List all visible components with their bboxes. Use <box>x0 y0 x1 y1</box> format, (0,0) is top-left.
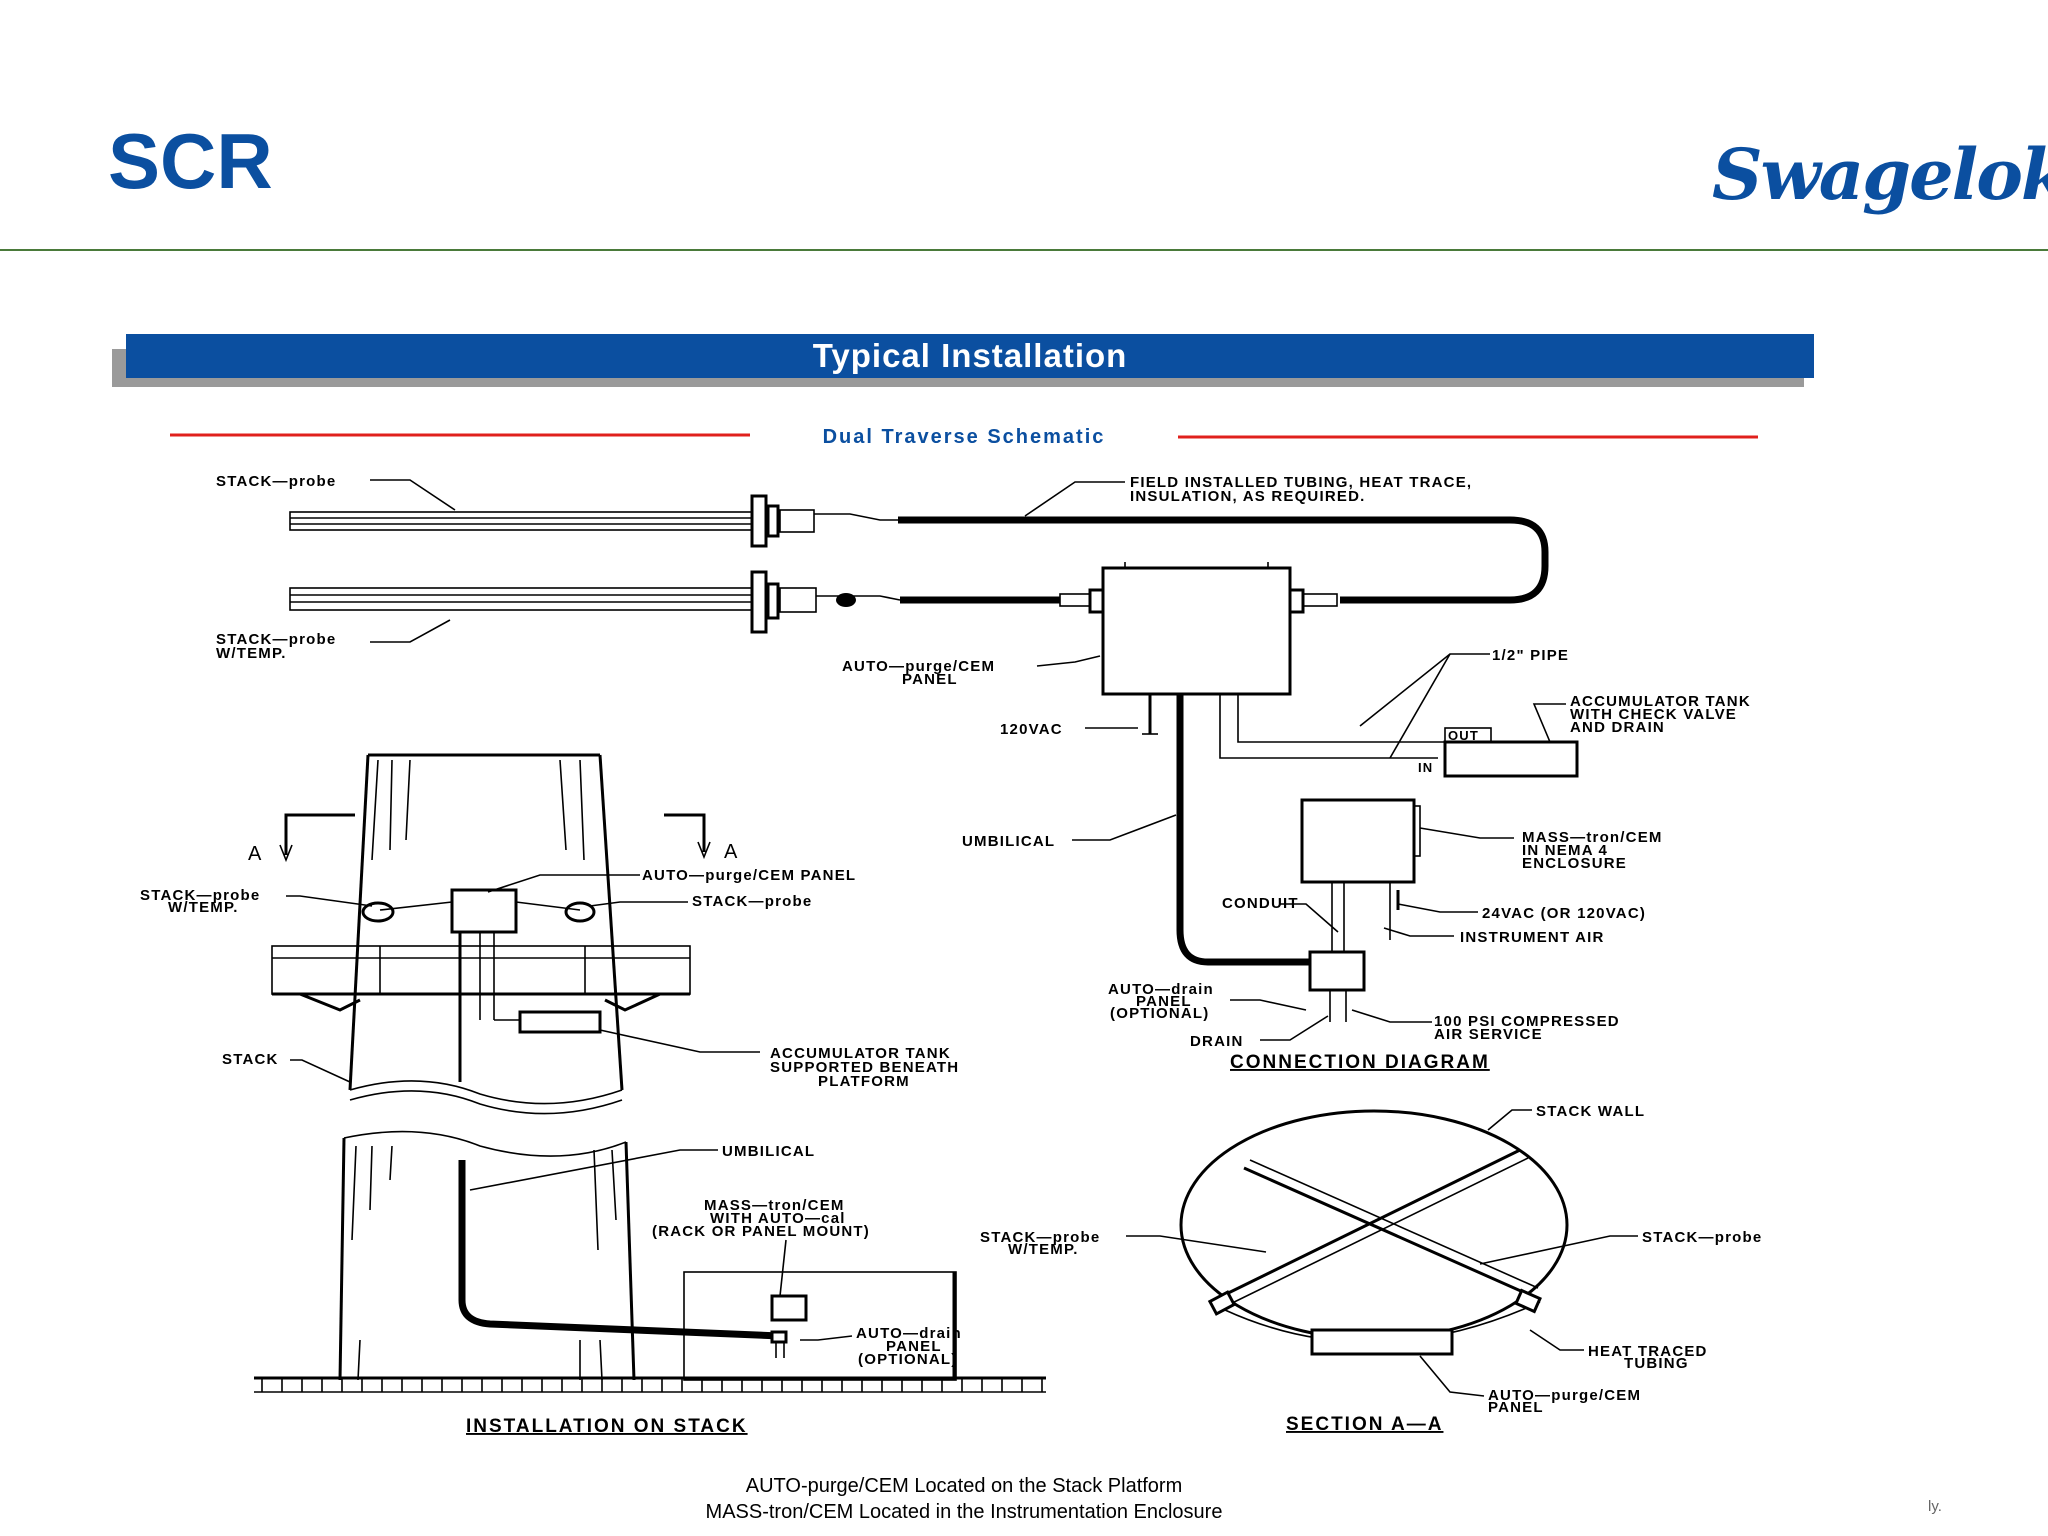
label-stack-probe-left-2: W/TEMP. <box>168 899 239 916</box>
label-auto-purge-panel-1: AUTO—purge/CEM <box>842 658 995 675</box>
typical-installation-banner: Typical Installation <box>126 334 1814 378</box>
section-aa-drawing <box>1179 1109 1569 1356</box>
label-umbilical-lower: UMBILICAL <box>722 1143 815 1160</box>
top-probe-assembly <box>289 494 900 548</box>
label-section-probe-left-1: STACK—probe <box>980 1229 1100 1246</box>
label-auto-drain-lower-3: (OPTIONAL) <box>858 1351 958 1368</box>
label-120vac: 120VAC <box>1000 721 1063 738</box>
label-compressed-air-1: 100 PSI COMPRESSED <box>1434 1013 1620 1030</box>
diagram-subtitle: Dual Traverse Schematic <box>823 426 1106 448</box>
label-heat-traced-2: TUBING <box>1624 1355 1689 1372</box>
label-section-auto-purge-1: AUTO—purge/CEM <box>1488 1387 1641 1404</box>
label-auto-drain-lower-1: AUTO—drain <box>856 1325 962 1342</box>
label-stack-probe-right: STACK—probe <box>692 893 812 910</box>
swagelok-logo: Swagelok® <box>1712 140 2048 210</box>
caption-connection-diagram: CONNECTION DIAGRAM <box>1230 1052 1490 1073</box>
label-auto-purge-panel-2: PANEL <box>902 671 958 688</box>
label-stack-probe-left-1: STACK—probe <box>140 887 260 904</box>
stack-lower-drawing <box>254 1130 1046 1393</box>
label-section-probe-left-2: W/TEMP. <box>1008 1241 1079 1258</box>
label-mass-tron-2: IN NEMA 4 <box>1522 842 1608 859</box>
label-field-tubing-2: INSULATION, AS REQUIRED. <box>1130 488 1365 505</box>
label-stack-wall: STACK WALL <box>1536 1103 1645 1120</box>
mass-tron-enclosure <box>1300 798 1416 884</box>
label-stack-auto-purge: AUTO—purge/CEM PANEL <box>642 867 856 884</box>
label-accum-platform-2: SUPPORTED BENEATH <box>770 1059 959 1076</box>
caption-section-aa: SECTION A—A <box>1286 1414 1443 1435</box>
label-drain: DRAIN <box>1190 1033 1244 1050</box>
label-stack-probe-top: STACK—probe <box>216 473 336 490</box>
umbilical-line <box>1176 694 1310 966</box>
label-accum-tank-1: ACCUMULATOR TANK <box>1570 693 1751 710</box>
label-accum-tank-2: WITH CHECK VALVE <box>1570 706 1737 723</box>
footer-text-fragment: ly. <box>1928 1498 1942 1515</box>
label-mass-tron-3: ENCLOSURE <box>1522 855 1627 872</box>
label-24vac: 24VAC (OR 120VAC) <box>1482 905 1646 922</box>
stack-upper-drawing <box>271 753 711 1115</box>
label-section-a-right: A <box>724 841 738 863</box>
label-accum-platform-1: ACCUMULATOR TANK <box>770 1045 951 1062</box>
label-stack-probe-temp-2: W/TEMP. <box>216 645 287 662</box>
header-rule <box>0 249 2048 251</box>
label-pipe: 1/2" PIPE <box>1492 647 1569 664</box>
label-mass-tron-mount-1: MASS—tron/CEM <box>704 1197 845 1214</box>
label-in: IN <box>1418 760 1433 775</box>
label-mass-tron-1: MASS—tron/CEM <box>1522 829 1663 846</box>
label-mass-tron-mount-3: (RACK OR PANEL MOUNT) <box>652 1223 870 1240</box>
auto-purge-panel-box <box>1101 566 1292 696</box>
footnote-line-2: MASS-tron/CEM Located in the Instrumenta… <box>706 1501 1223 1523</box>
slide-title: SCR <box>108 117 273 205</box>
bottom-probe-assembly <box>289 570 901 634</box>
label-out: OUT <box>1448 728 1479 743</box>
label-instrument-air: INSTRUMENT AIR <box>1460 929 1605 946</box>
label-accum-tank-3: AND DRAIN <box>1570 719 1665 736</box>
label-auto-drain-lower-2: PANEL <box>886 1338 942 1355</box>
label-auto-drain-3: (OPTIONAL) <box>1110 1005 1210 1022</box>
label-conduit: CONDUIT <box>1222 895 1299 912</box>
label-umbilical: UMBILICAL <box>962 833 1055 850</box>
field-tubing <box>898 516 1549 604</box>
label-accum-platform-3: PLATFORM <box>818 1073 910 1090</box>
label-section-probe-right: STACK—probe <box>1642 1229 1762 1246</box>
label-mass-tron-mount-2: WITH AUTO—cal <box>710 1210 846 1227</box>
caption-installation-on-stack: INSTALLATION ON STACK <box>466 1416 748 1437</box>
label-section-a-left: A <box>248 843 262 865</box>
label-auto-drain-1: AUTO—drain <box>1108 981 1214 998</box>
label-compressed-air-2: AIR SERVICE <box>1434 1026 1543 1043</box>
label-stack-probe-temp-1: STACK—probe <box>216 631 336 648</box>
label-field-tubing-1: FIELD INSTALLED TUBING, HEAT TRACE, <box>1130 474 1472 491</box>
label-stack: STACK <box>222 1051 279 1068</box>
label-auto-drain-2: PANEL <box>1136 993 1192 1010</box>
label-heat-traced-1: HEAT TRACED <box>1588 1343 1708 1360</box>
label-section-auto-purge-2: PANEL <box>1488 1399 1544 1416</box>
footnote-line-1: AUTO-purge/CEM Located on the Stack Plat… <box>746 1475 1183 1497</box>
logo-wordmark: Swagelok <box>1712 133 2048 216</box>
umbilical-lower-line <box>458 1160 781 1340</box>
